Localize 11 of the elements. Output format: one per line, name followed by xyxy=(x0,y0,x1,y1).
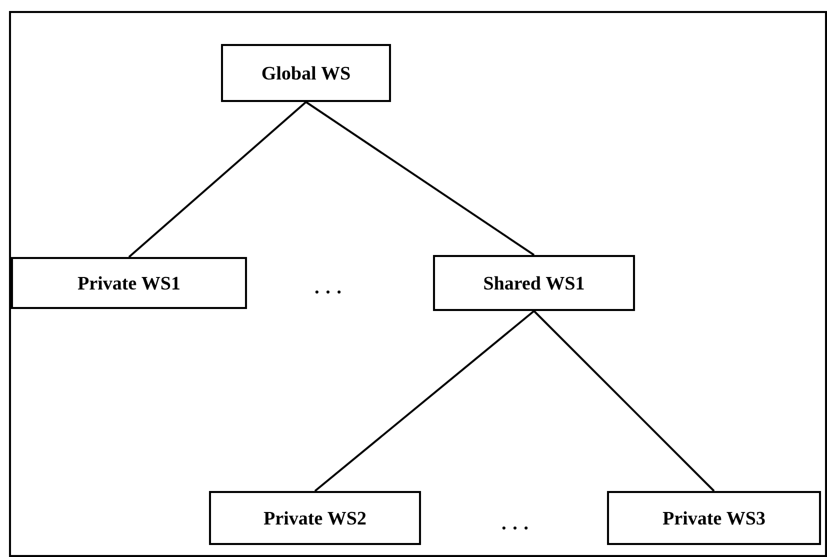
connector-line xyxy=(128,101,307,258)
box: Private WS3 xyxy=(607,491,821,545)
box: Private WS2 xyxy=(209,491,421,545)
ellipsis: . . . xyxy=(315,290,341,294)
ellipsis: . . . xyxy=(502,526,528,530)
box: Shared WS1 xyxy=(433,255,635,311)
connector-line xyxy=(314,310,535,492)
box: Global WS xyxy=(221,44,391,102)
box: Private WS1 xyxy=(11,257,247,309)
connector-line xyxy=(305,101,535,256)
connector-line xyxy=(533,310,715,492)
